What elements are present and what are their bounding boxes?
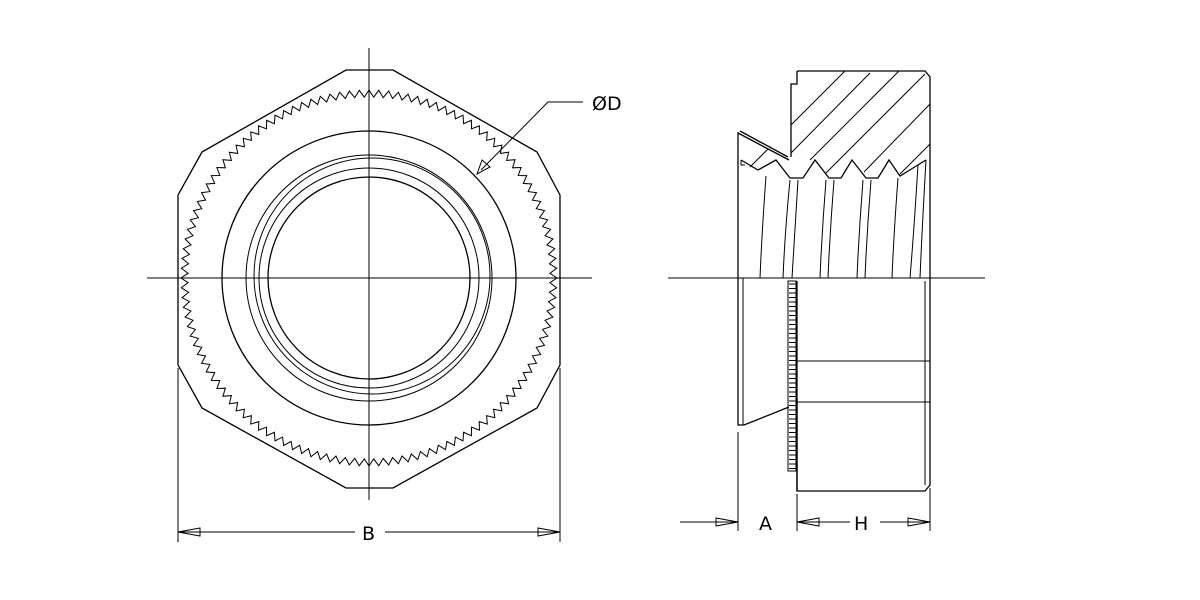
dimension-a-label: A [759, 513, 772, 535]
diameter-callout: ØD [476, 93, 622, 176]
flange-top [737, 131, 790, 278]
hex-outline [177, 69, 561, 489]
section-hatching [749, 70, 931, 175]
thread-profile [740, 158, 927, 179]
diameter-label: ØD [592, 93, 622, 115]
leader-line [480, 101, 583, 171]
knurl-band [787, 280, 797, 472]
dimension-a-h: A H [680, 432, 931, 535]
thread-lines [759, 159, 927, 279]
knurl-teeth [789, 283, 796, 469]
dimension-h-label: H [854, 513, 868, 535]
body-outline [796, 70, 931, 492]
dimension-b: B [177, 368, 561, 545]
side-view [668, 70, 985, 492]
thread-circle [253, 157, 491, 395]
dimension-b-label: B [362, 523, 375, 545]
front-view [147, 48, 592, 500]
flange-bottom [737, 278, 790, 426]
leader-arrow [476, 159, 491, 176]
